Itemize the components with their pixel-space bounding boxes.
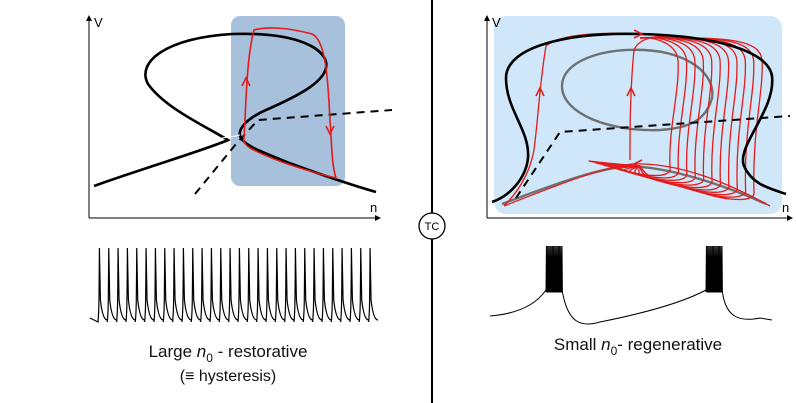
right-trajectory-loop: [609, 36, 705, 184]
left-y-axis-label: V: [94, 15, 103, 30]
left-cycle-arrow-up: [241, 76, 251, 87]
right-trajectory-loop: [595, 36, 688, 179]
right-highlight-region: [494, 16, 782, 214]
right-y-axis-label: V: [492, 15, 501, 30]
left-nullcline-gap: [221, 134, 241, 139]
right-caption-prefix: Small: [554, 335, 601, 354]
right-v-nullcline: [491, 32, 787, 204]
right-trajectory-return: [503, 163, 771, 207]
right-trajectory-loop: [588, 36, 679, 177]
right-x-axis-label: n: [782, 200, 789, 215]
left-spike-train: [89, 247, 379, 323]
left-limit-cycle: [242, 27, 338, 180]
left-cycle-arrow-down: [325, 125, 335, 136]
left-v-nullcline: [93, 32, 377, 194]
left-n-nullcline: [194, 109, 393, 195]
tc-badge-label: TC: [425, 221, 440, 233]
right-arrow-right: [633, 29, 644, 39]
right-arrow-up-1: [535, 86, 545, 97]
right-caption-sub: 0: [611, 344, 618, 358]
right-arrow-up-2: [626, 86, 636, 97]
right-burst-trace: [489, 245, 773, 325]
right-caption-var: n: [601, 335, 610, 354]
right-unstable-orbit: [560, 48, 714, 132]
right-trajectories: [503, 32, 771, 207]
left-phase-plane: V n: [86, 15, 393, 221]
left-caption-sub: 0: [206, 351, 213, 365]
right-arrow-left: [632, 159, 643, 169]
right-phase-plane: V n: [484, 15, 793, 221]
tc-badge-circle: [418, 212, 446, 240]
right-trajectory-approach: [503, 32, 641, 207]
left-caption-suffix: - restorative: [213, 342, 307, 361]
left-caption-line2: (≡ hysteresis): [180, 368, 276, 385]
right-trajectory-loop: [639, 36, 763, 201]
left-x-axis-label: n: [370, 200, 377, 215]
left-caption-prefix: Large: [149, 342, 197, 361]
right-caption-suffix: - regenerative: [617, 335, 722, 354]
right-trajectory-loop: [602, 36, 696, 181]
left-caption: Large n0 - restorative: [149, 342, 308, 365]
left-caption-var: n: [197, 342, 206, 361]
right-caption: Small n0- regenerative: [554, 335, 722, 358]
